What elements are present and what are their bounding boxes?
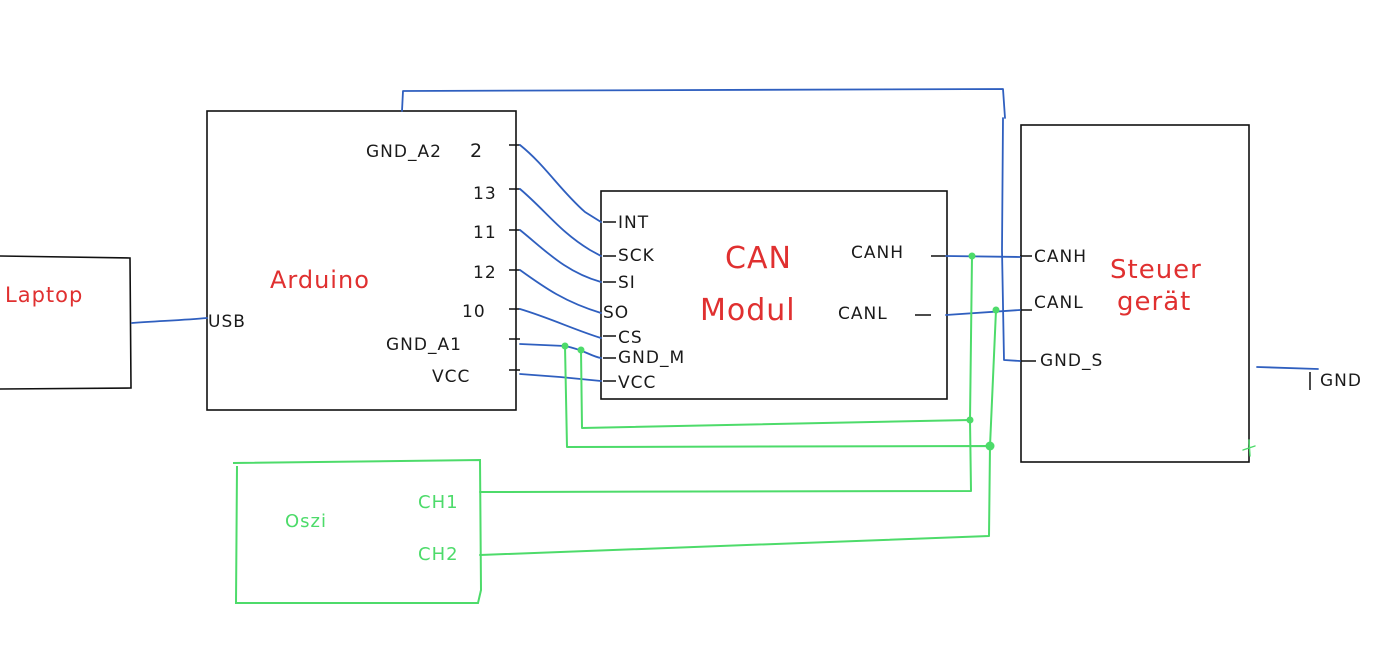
can-modul-block: CAN Modul INT SCK SI SO CS GND_M VCC CAN… [600,190,948,400]
can-canh-label: CANH [851,243,904,263]
arduino-gnd-a2-label: GND_A2 [366,142,442,162]
arduino-usb-label: USB [208,312,246,332]
wire-ch1-probe [479,349,972,493]
can-pin-int: INT [618,213,649,233]
gnd-wire [1256,366,1319,370]
steuergeraet-label-line1: Steuer [1110,255,1202,285]
arduino-vcc-label: VCC [432,367,470,387]
green-wires [479,252,1256,556]
wire-pin12-so [519,269,602,314]
arduino-box [206,110,517,411]
laptop-block: Laptop [0,255,132,390]
probe-junction [968,252,976,260]
oszi-box [232,458,483,604]
wire-gnd-a1-gnd-m [519,343,602,359]
wire-laptop-usb [131,317,208,324]
can-pin-gnd-m: GND_M [618,348,685,368]
wire-pin11-si [519,229,602,283]
wire-gnd-a2-top [401,88,1006,119]
oszi-ch1-label: CH1 [418,492,459,513]
can-modul-label-line1: CAN [725,241,792,276]
steuergeraet-block: Steuer gerät CANH CANL GND_S [1020,124,1250,463]
steuer-canl-label: CANL [1034,293,1084,313]
steuergeraet-label-line2: gerät [1117,287,1191,317]
arduino-gnd-a1-label: GND_A1 [386,335,462,355]
wire-gnd-a2-to-gnd-s [1001,117,1021,362]
oszi-label: Oszi [285,511,327,532]
arduino-block: Arduino USB GND_A2 2 13 11 12 10 GND_A1 … [206,110,520,411]
stray-mark [1242,439,1256,457]
probe-junction [561,342,569,350]
gnd-terminal: GND [1256,366,1362,391]
oszi-ch2-label: CH2 [418,544,459,565]
steuer-canh-label: CANH [1034,247,1087,267]
arduino-pin-11: 11 [473,223,497,243]
wire-canl [945,309,1021,316]
can-modul-label-line2: Modul [700,293,796,328]
can-pin-cs: CS [618,328,643,348]
arduino-pin-10: 10 [462,302,486,322]
arduino-label: Arduino [270,266,370,294]
oszi-block: Oszi CH1 CH2 [232,458,483,604]
arduino-pin-2: 2 [470,140,483,162]
steuergeraet-box [1020,124,1250,463]
can-modul-box [600,190,948,400]
can-pin-vcc: VCC [618,373,656,393]
probe-junction [577,346,585,354]
wire-pin2-int [519,144,602,223]
can-pin-sck: SCK [618,246,655,266]
can-pin-so: SO [603,303,629,323]
wire-vcc-vcc [519,373,602,382]
can-canl-label: CANL [838,304,888,324]
wire-pin13-sck [519,188,602,257]
wire-probe-canl [989,309,997,447]
wire-pin10-cs [519,308,602,339]
laptop-box [0,255,132,390]
probe-junction [985,441,995,451]
blue-wires [131,88,1021,382]
gnd-label: GND [1320,371,1362,391]
wire-probe-canh [969,255,973,421]
probe-junction [966,416,974,424]
arduino-pin-13: 13 [473,184,497,204]
wire-canh [945,255,1021,258]
probe-junction [992,306,1000,314]
arduino-pin-12: 12 [473,263,497,283]
laptop-label: Laptop [5,283,83,307]
can-pin-si: SI [618,273,636,293]
steuer-gnd-s-label: GND_S [1040,351,1103,371]
